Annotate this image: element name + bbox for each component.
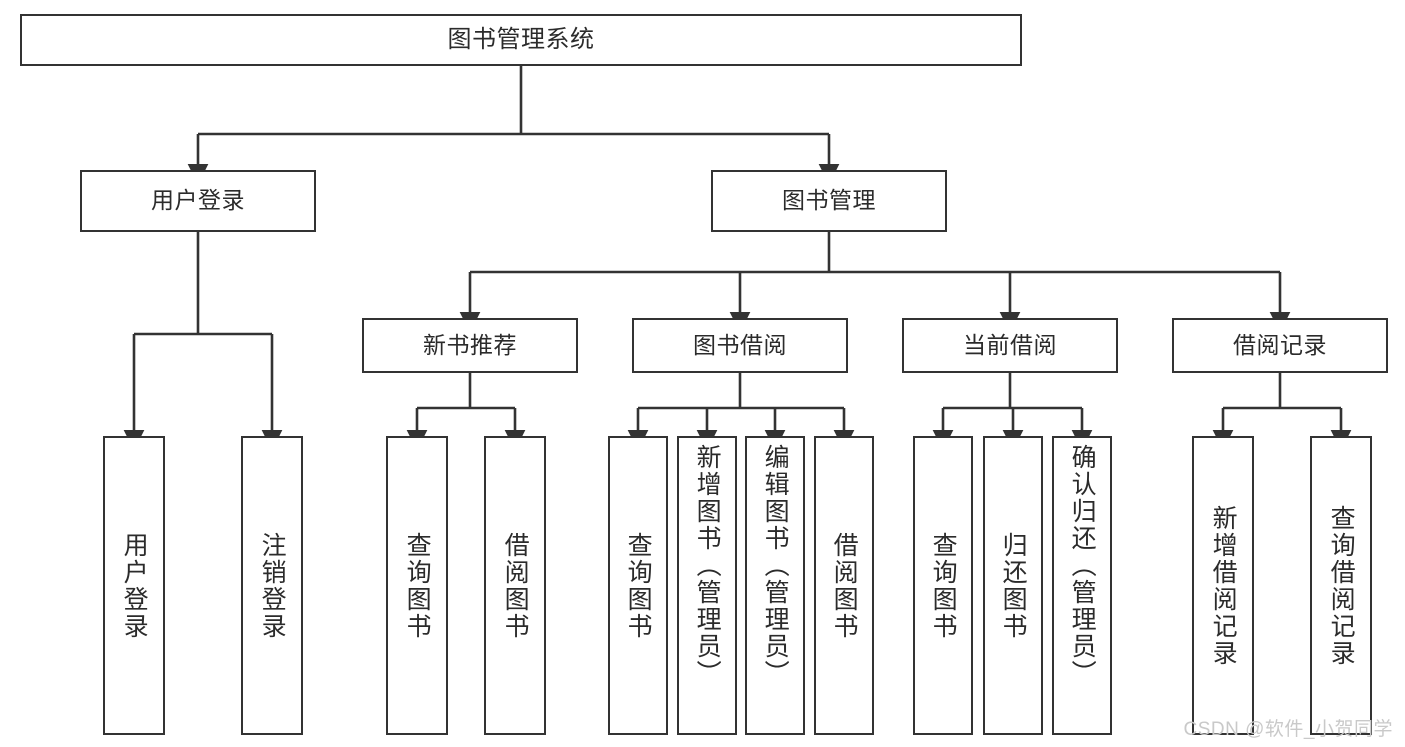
node-label: 新增图书（管理员） (693, 444, 722, 687)
node-label: 查询图书 (929, 531, 958, 640)
node-l-cu-query[interactable]: 查询图书 (913, 436, 973, 735)
node-label: 新增借阅记录 (1209, 504, 1238, 667)
node-label: 图书管理 (782, 187, 876, 214)
node-login[interactable]: 用户登录 (80, 170, 316, 232)
node-label: 新书推荐 (423, 331, 517, 358)
node-label: 查询借阅记录 (1327, 504, 1356, 667)
node-current[interactable]: 当前借阅 (902, 318, 1118, 373)
node-label: 确认归还（管理员） (1068, 444, 1097, 687)
node-bookmgmt[interactable]: 图书管理 (711, 170, 947, 232)
node-l-logout[interactable]: 注销登录 (241, 436, 303, 735)
node-newbook[interactable]: 新书推荐 (362, 318, 578, 373)
node-l-cu-conf[interactable]: 确认归还（管理员） (1052, 436, 1112, 735)
node-label: 用户登录 (120, 531, 149, 640)
node-l-cu-ret[interactable]: 归还图书 (983, 436, 1043, 735)
node-label: 借阅图书 (501, 531, 530, 640)
node-label: 查询图书 (624, 531, 653, 640)
node-l-bw-query[interactable]: 查询图书 (608, 436, 668, 735)
node-label: 编辑图书（管理员） (761, 444, 790, 687)
node-label: 用户登录 (151, 187, 245, 214)
node-l-bw-edit[interactable]: 编辑图书（管理员） (745, 436, 805, 735)
node-root[interactable]: 图书管理系统 (20, 14, 1022, 66)
node-l-rc-add[interactable]: 新增借阅记录 (1192, 436, 1254, 735)
node-l-bw-add[interactable]: 新增图书（管理员） (677, 436, 737, 735)
node-l-nb-query[interactable]: 查询图书 (386, 436, 448, 735)
node-l-bw-brw[interactable]: 借阅图书 (814, 436, 874, 735)
node-label: 查询图书 (403, 531, 432, 640)
node-label: 借阅记录 (1233, 331, 1327, 358)
watermark: CSDN @软件_小贺同学 (1183, 719, 1393, 740)
node-records[interactable]: 借阅记录 (1172, 318, 1388, 373)
node-l-rc-query[interactable]: 查询借阅记录 (1310, 436, 1372, 735)
node-label: 借阅图书 (830, 531, 859, 640)
node-label: 当前借阅 (963, 331, 1057, 358)
node-label: 图书管理系统 (447, 25, 595, 53)
node-label: 归还图书 (999, 531, 1028, 640)
node-label: 图书借阅 (693, 331, 787, 358)
node-label: 注销登录 (258, 531, 287, 640)
node-l-nb-brw[interactable]: 借阅图书 (484, 436, 546, 735)
node-l-login[interactable]: 用户登录 (103, 436, 165, 735)
node-borrow[interactable]: 图书借阅 (632, 318, 848, 373)
